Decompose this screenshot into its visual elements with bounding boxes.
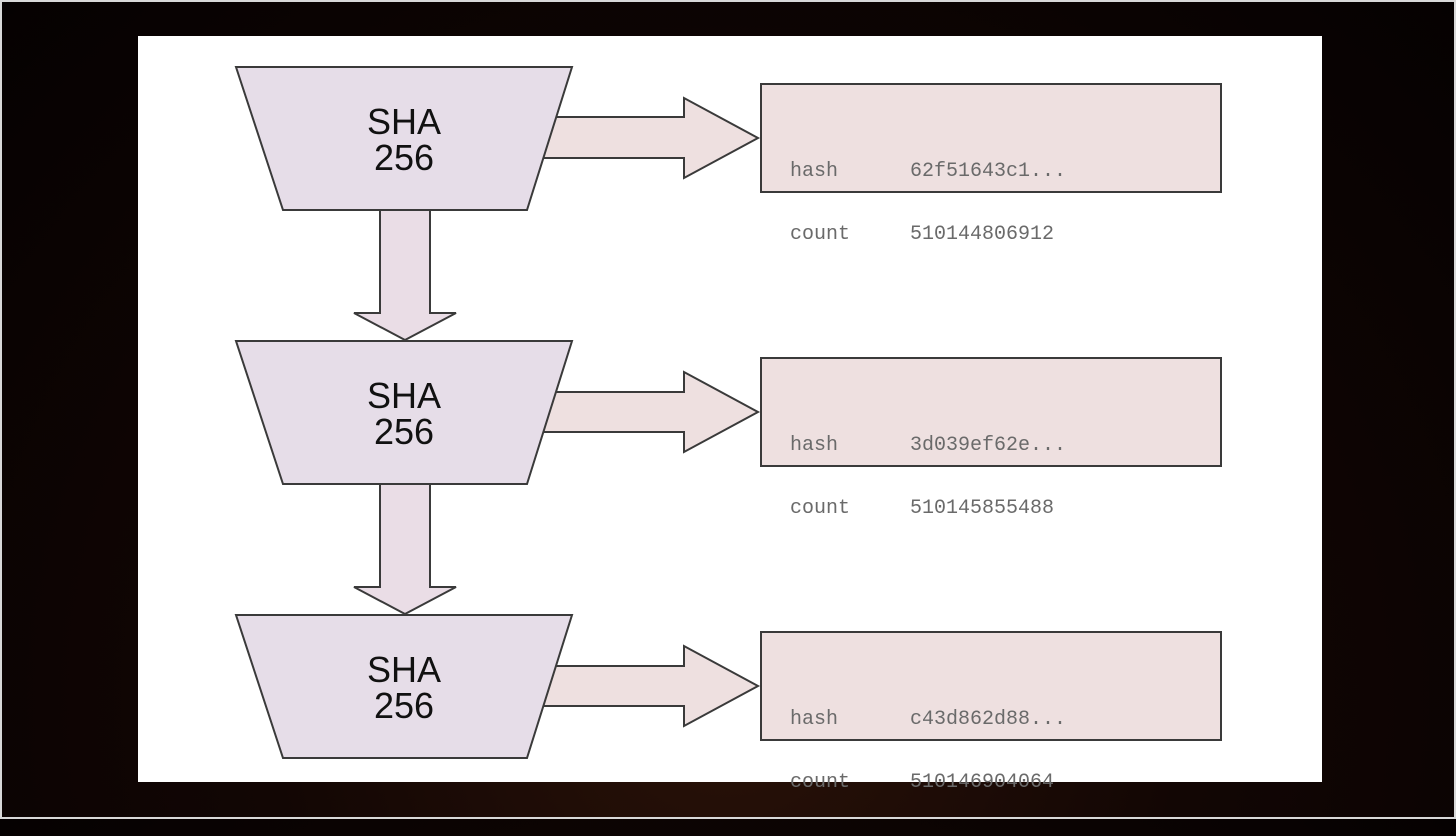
sha-label-line: 256 (373, 137, 435, 178)
hash-output-box-2: hash 3d039ef62e... count 510145855488 (760, 357, 1222, 519)
hash-output-text: hash 3d039ef62e... count 510145855488 (790, 393, 1066, 561)
hash-line: hash c43d862d88... (790, 709, 1066, 730)
hash-key: hash (790, 160, 839, 183)
right-arrow-1 (535, 96, 761, 180)
count-value: 510144806912 (910, 223, 1055, 246)
sha256-block-1 (234, 66, 574, 211)
down-arrow-2 (353, 483, 457, 616)
hash-line: hash 3d039ef62e... (790, 435, 1066, 456)
count-line: count 510146904064 (790, 772, 1066, 793)
sha-label-line: SHA (366, 375, 442, 416)
sha-label-line: SHA (366, 101, 442, 142)
sha256-label-3: SHA 256 (236, 652, 572, 724)
count-value: 510146904064 (910, 771, 1055, 794)
hash-value: c43d862d88... (910, 708, 1067, 731)
count-line: count 510145855488 (790, 498, 1066, 519)
hash-chain-diagram (234, 66, 761, 759)
sha-label-line: SHA (366, 649, 442, 690)
hash-key: hash (790, 708, 839, 731)
sha256-label-1: SHA 256 (236, 104, 572, 176)
sha-label-line: 256 (373, 411, 435, 452)
count-value: 510145855488 (910, 497, 1055, 520)
hash-output-text: hash c43d862d88... count 510146904064 (790, 667, 1066, 835)
hash-output-text: hash 62f51643c1... count 510144806912 (790, 119, 1066, 287)
count-line: count 510144806912 (790, 224, 1066, 245)
down-arrow-1 (353, 209, 457, 342)
right-arrow-2 (535, 370, 761, 454)
hash-output-box-3: hash c43d862d88... count 510146904064 (760, 631, 1222, 793)
diagram-slide: SHA 256 SHA 256 SHA 256 hash 62f51643c1..… (138, 36, 1322, 793)
hash-value: 3d039ef62e... (910, 434, 1067, 457)
hash-key: hash (790, 434, 839, 457)
sha-label-line: 256 (373, 685, 435, 726)
sha256-block-3 (234, 614, 574, 759)
sha256-block-2 (234, 340, 574, 485)
hash-line: hash 62f51643c1... (790, 161, 1066, 182)
count-key: count (790, 771, 851, 794)
hash-output-box-1: hash 62f51643c1... count 510144806912 (760, 83, 1222, 245)
count-key: count (790, 223, 851, 246)
count-key: count (790, 497, 851, 520)
right-arrow-3 (535, 644, 761, 728)
sha256-label-2: SHA 256 (236, 378, 572, 450)
hash-value: 62f51643c1... (910, 160, 1067, 183)
